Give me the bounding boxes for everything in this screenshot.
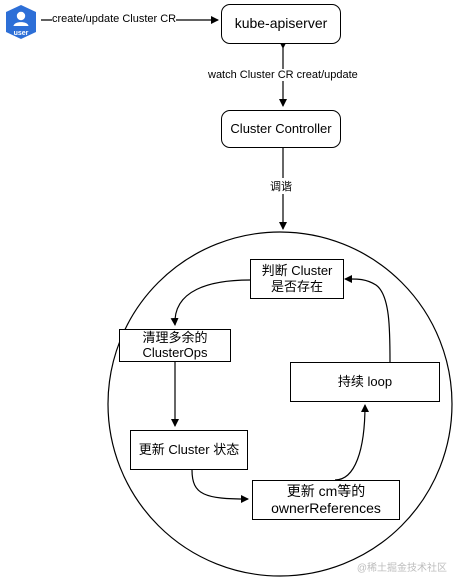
edge-status-to-cm [191, 469, 249, 503]
update-cluster-status-node: 更新 Cluster 状态 [130, 430, 248, 470]
user-label: user [14, 30, 29, 37]
edge-loop-to-check [344, 274, 391, 363]
edge-label-reconcile: 调谐 [270, 178, 292, 194]
cleanup-clusterops-node: 清理多余的 ClusterOps [119, 329, 231, 362]
update-cm-line1: 更新 cm等的 [286, 482, 366, 499]
check-cluster-line2: 是否存在 [270, 279, 323, 294]
continuous-loop-node: 持续 loop [290, 362, 440, 402]
cleanup-line2: ClusterOps [142, 344, 208, 360]
edge-check-to-cleanup [170, 279, 251, 326]
update-owner-references-node: 更新 cm等的 ownerReferences [252, 480, 400, 520]
edge-label-create-update: create/update Cluster CR [52, 13, 177, 25]
check-cluster-line1: 判断 Cluster [261, 262, 333, 278]
cluster-controller-node: Cluster Controller [221, 110, 341, 148]
user-icon: user [3, 4, 39, 40]
check-cluster-exists-node: 判断 Cluster 是否存在 [250, 259, 344, 299]
cleanup-line1: 清理多余的 [142, 329, 208, 345]
update-cm-line2: ownerReferences [271, 500, 381, 516]
edge-cm-to-loop [334, 404, 369, 481]
kube-apiserver-node: kube-apiserver [221, 4, 341, 44]
edge-label-watch: watch Cluster CR creat/update [208, 69, 358, 81]
reconcile-scope-circle [107, 231, 453, 577]
watermark: @稀土掘金技术社区 [356, 563, 447, 574]
